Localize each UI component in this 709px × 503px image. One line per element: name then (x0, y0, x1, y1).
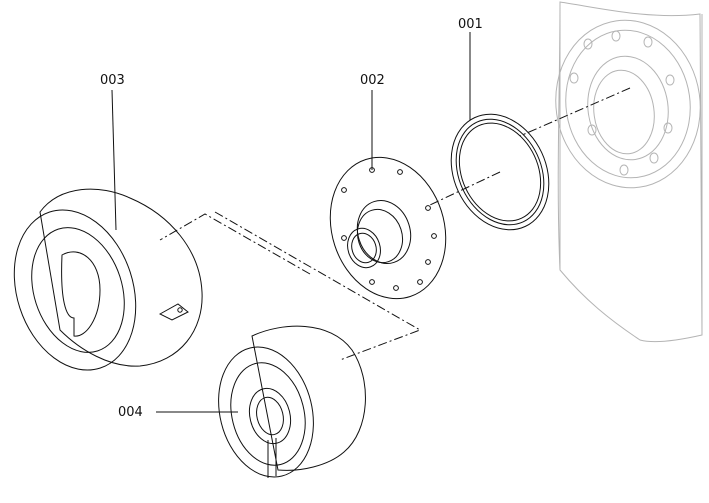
mounting-panel (555, 1, 703, 343)
label-002: 002 (360, 73, 385, 88)
mounting-bolt-holes (569, 30, 675, 176)
label-001: 001 (458, 17, 483, 32)
leader-lines (111, 32, 471, 413)
label-003: 003 (100, 73, 125, 88)
label-004: 004 (118, 405, 143, 420)
part-003-end-cap (13, 188, 203, 371)
part-002-flange (329, 156, 447, 300)
assembly-axis-lines (159, 87, 631, 361)
flange-bolt-holes (341, 167, 437, 291)
part-004-bushing (218, 325, 366, 478)
